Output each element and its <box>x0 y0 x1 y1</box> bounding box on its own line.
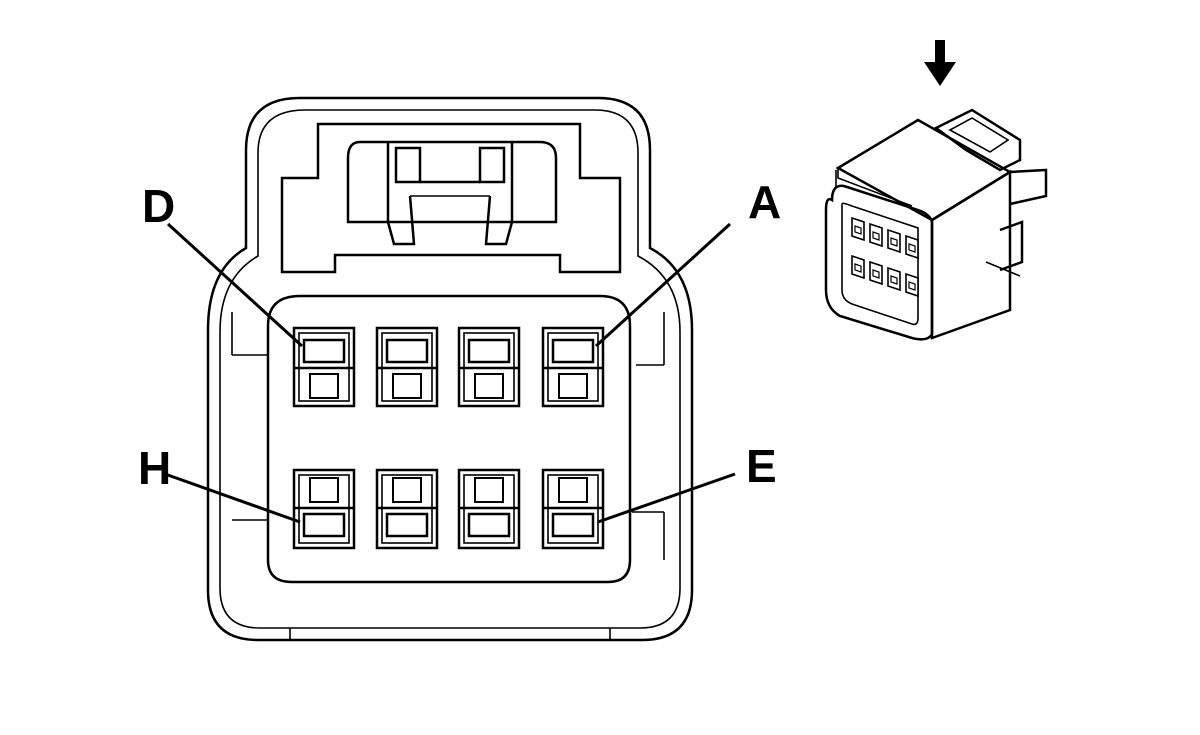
leader-line-d <box>166 222 304 348</box>
leader-line-e <box>597 472 736 524</box>
iso-cavity-terminal <box>908 281 916 291</box>
cavity <box>457 326 521 408</box>
iso-cavity-terminal <box>854 263 862 273</box>
cavity <box>541 468 605 550</box>
housing-inner-outline <box>219 109 681 629</box>
cavity <box>375 326 439 408</box>
iso-cavity-terminal <box>872 231 880 241</box>
iso-cavity-terminal <box>872 269 880 279</box>
pin-label-d: D <box>142 180 175 232</box>
iso-cavity-terminal <box>890 237 898 247</box>
iso-cavity <box>905 234 919 260</box>
cavity <box>292 326 356 408</box>
leader-line-a <box>594 222 732 348</box>
housing-outline <box>206 96 694 642</box>
iso-cavity <box>851 216 865 242</box>
iso-cavity <box>905 272 919 298</box>
cavity-grid <box>292 326 605 550</box>
pin-label-h: H <box>138 442 171 494</box>
iso-cavity <box>869 222 883 248</box>
cavity <box>292 468 356 550</box>
iso-cavity <box>887 266 901 292</box>
iso-cavity-terminal <box>908 243 916 253</box>
iso-cavity <box>887 228 901 254</box>
cavity <box>375 468 439 550</box>
iso-cavity <box>869 260 883 286</box>
connector-isometric-view <box>824 40 1048 341</box>
cavity <box>457 468 521 550</box>
latch <box>280 122 622 274</box>
cavity <box>541 326 605 408</box>
iso-cavity-grid <box>851 216 919 298</box>
iso-cavity-terminal <box>890 275 898 285</box>
leader-line-h <box>164 472 301 524</box>
connector-front-view: D A H E <box>138 96 781 642</box>
pin-label-e: E <box>746 440 777 492</box>
iso-cavity <box>851 254 865 280</box>
iso-cavity-terminal <box>854 225 862 235</box>
pin-label-a: A <box>748 176 781 228</box>
down-arrow-icon <box>924 40 956 86</box>
